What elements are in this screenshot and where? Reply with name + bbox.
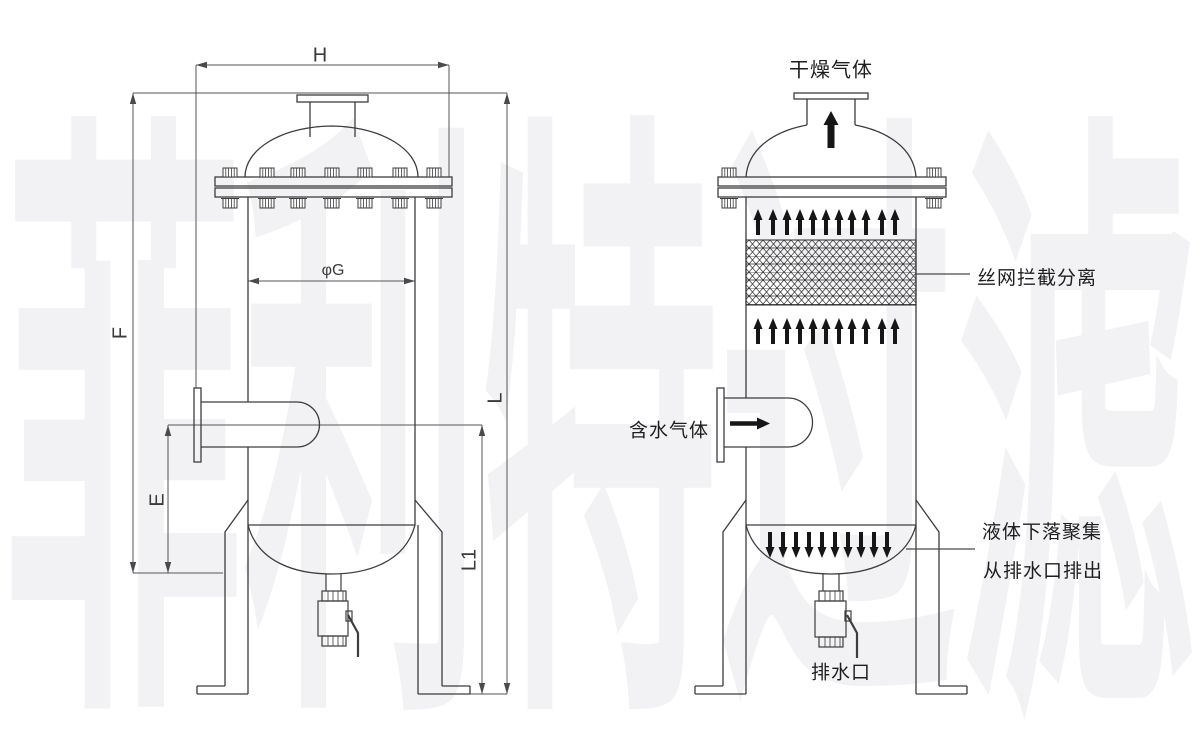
dim-label-f: F: [109, 326, 132, 340]
liquid-flow-arrows-down: [765, 532, 892, 558]
label-liquid-collect-line1: 液体下落聚集: [982, 522, 1103, 543]
dim-label-h: H: [312, 44, 328, 67]
label-dry-gas-outlet: 干燥气体: [789, 59, 873, 82]
left-view-dimension-arrows: [129, 61, 511, 694]
left-view-drain-valve: [317, 574, 360, 657]
left-view-vessel-outline: [193, 94, 453, 575]
label-liquid-collect-line2: 从排水口排出: [983, 561, 1104, 582]
right-view-support-legs: [694, 499, 968, 695]
dim-label-l: L: [484, 392, 507, 404]
dim-label-l1: L1: [458, 548, 481, 572]
dim-label-phi-g: φG: [321, 262, 345, 279]
outlet-flow-arrow: [823, 111, 839, 148]
mesh-demister-pad: [745, 239, 917, 306]
label-drain-port: 排水口: [810, 662, 872, 684]
right-view-drain-valve: [814, 574, 859, 658]
label-leader-lines: [906, 273, 975, 550]
left-view-support-legs: [196, 499, 471, 695]
left-view: [129, 61, 511, 695]
label-wire-mesh-separation: 丝网拦截分离: [977, 268, 1098, 289]
label-wet-gas-inlet: 含水气体: [628, 420, 710, 442]
left-view-dimension-lines: [132, 64, 508, 695]
inlet-flow-arrow: [730, 417, 770, 430]
right-view-vessel-outline: [716, 92, 947, 575]
right-view: [694, 92, 975, 695]
dim-label-e: E: [146, 493, 169, 507]
